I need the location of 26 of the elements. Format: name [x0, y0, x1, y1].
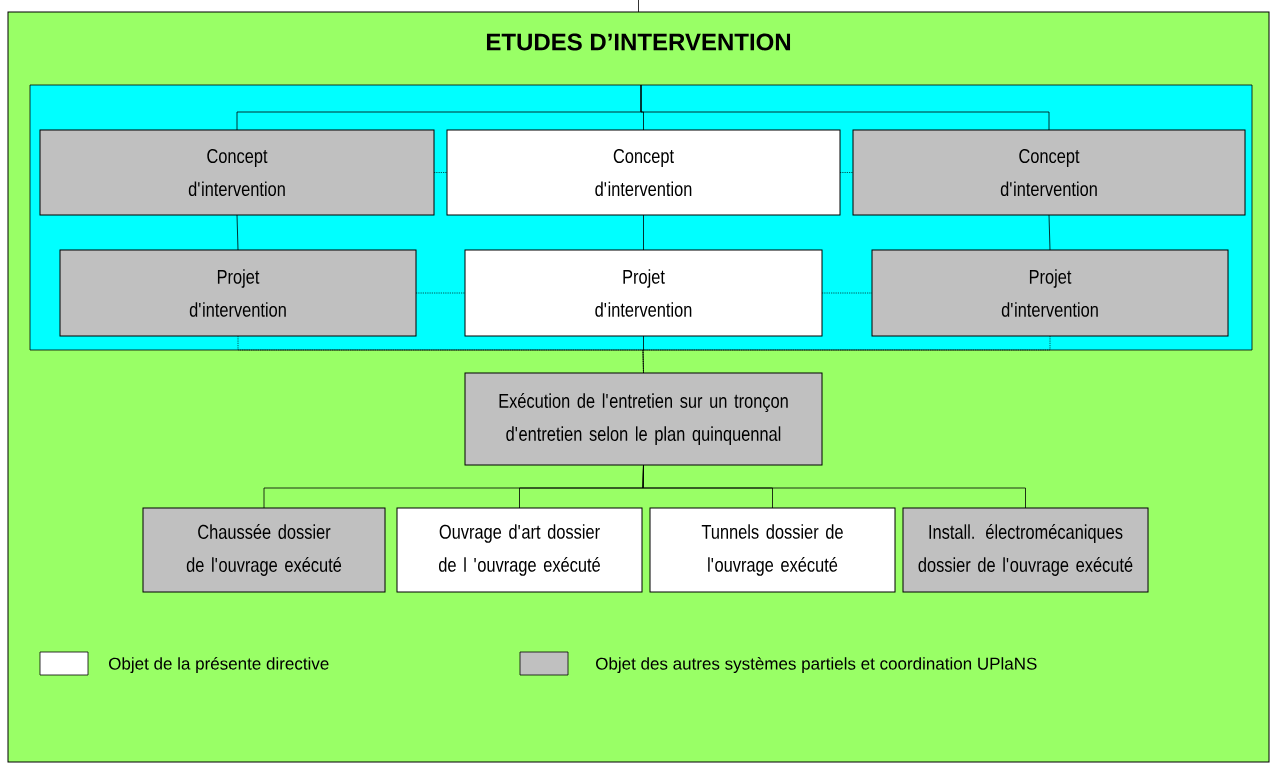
- process-box: Projet d'intervention: [871, 249, 1229, 337]
- connector: [642, 464, 1026, 509]
- process-box: Concept d'intervention: [446, 129, 841, 216]
- process-box: Tunnels dossier de l'ouvrage exécuté: [649, 507, 896, 593]
- process-box: Projet d'intervention: [59, 249, 417, 337]
- connector: [642, 335, 644, 374]
- process-box: Projet d'intervention: [464, 249, 823, 337]
- connector: [643, 214, 644, 251]
- connector: [415, 292, 466, 294]
- connector: [236, 214, 239, 251]
- process-box: Install. électromécaniques dossier de l'ouvrage exécuté: [902, 507, 1149, 593]
- connector: [839, 172, 854, 173]
- connector: [1048, 214, 1051, 251]
- process-box: Chaussée dossier de l'ouvrage exécuté: [142, 507, 386, 593]
- process-box: Concept d'intervention: [852, 129, 1246, 216]
- title: ETUDES D’INTERVENTION: [487, 33, 791, 51]
- process-box: Concept d'intervention: [39, 129, 435, 216]
- process-box: Exécution de l'entretien sur un tronçon d'entretien selon le plan quinquennal: [464, 372, 823, 466]
- legend-label: Objet des autres systèmes partiels et coordination UPlaNS: [596, 657, 1037, 674]
- connector: [433, 172, 448, 173]
- process-box: Ouvrage d'art dossier de l 'ouvrage exécuté: [396, 507, 643, 593]
- connector: [640, 84, 1050, 131]
- legend-label: Objet de la présente directive: [109, 657, 329, 674]
- connector: [642, 335, 1051, 374]
- connector: [638, 0, 639, 13]
- connector: [821, 292, 873, 294]
